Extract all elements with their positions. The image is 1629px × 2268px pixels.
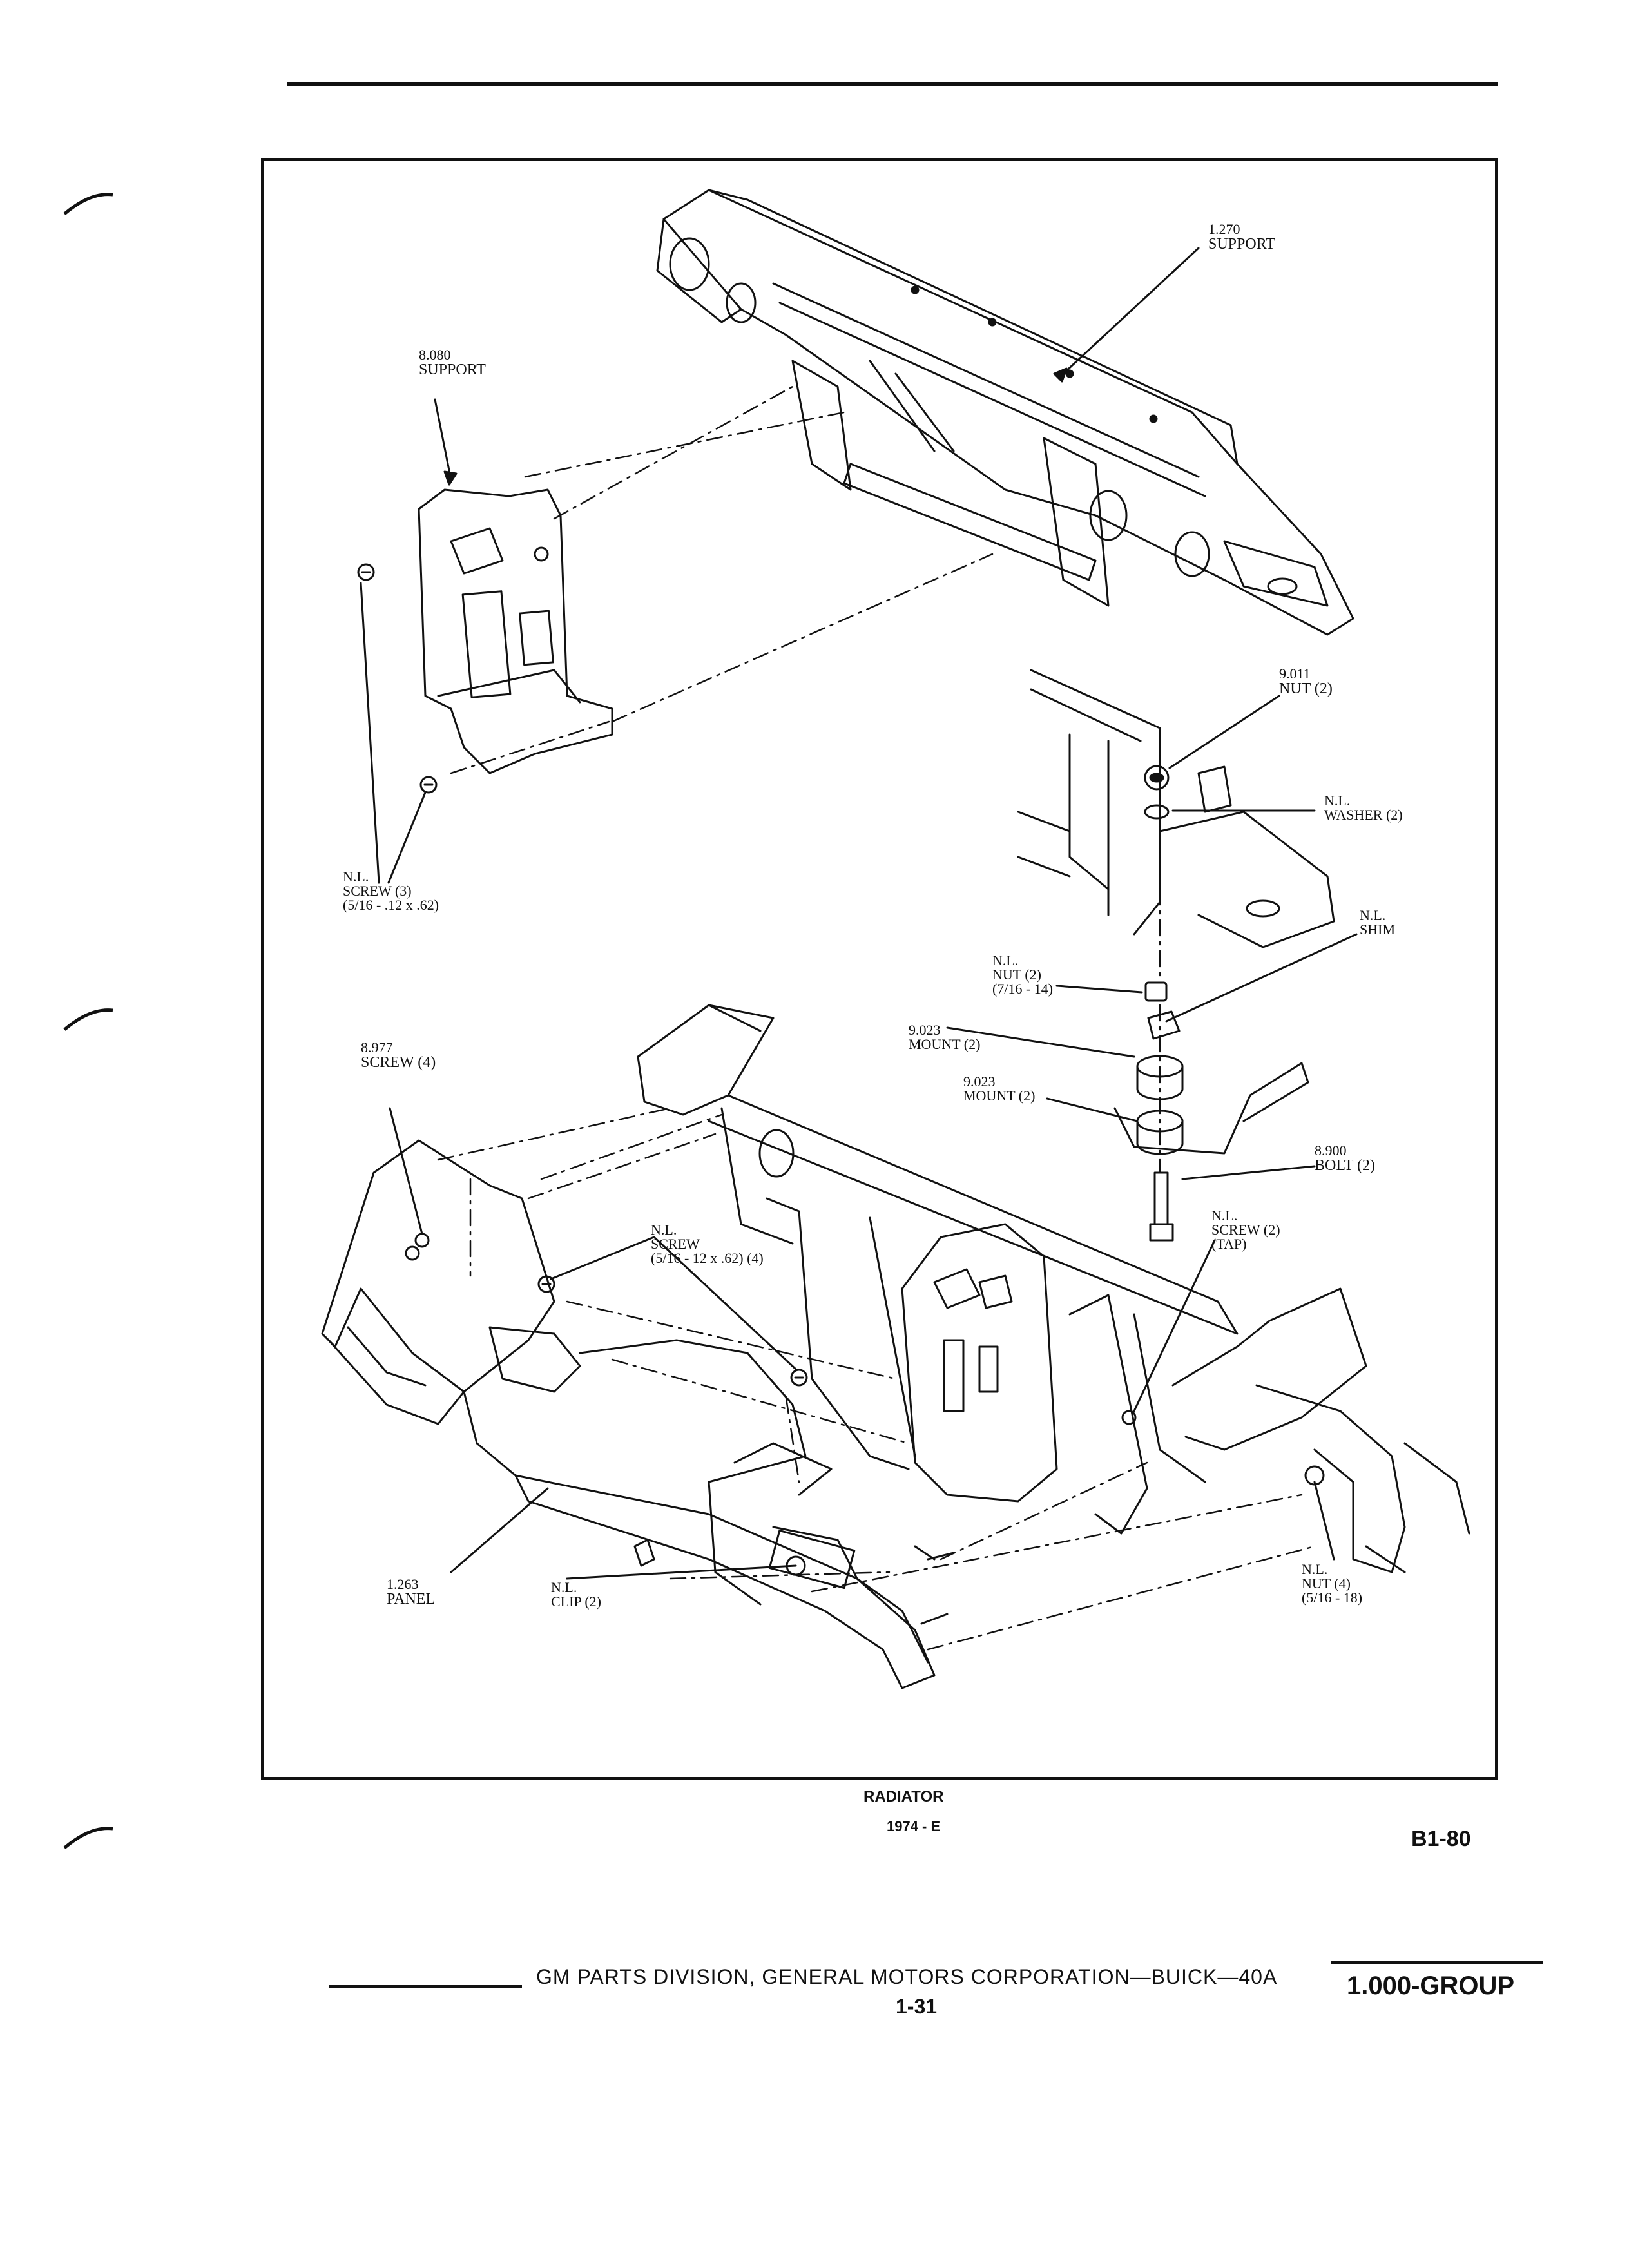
callout-number: N.L. [1360, 907, 1386, 923]
callout-number: 9.023 [909, 1022, 941, 1038]
lower-fasteners [405, 1233, 1137, 1625]
callout-spec: (5/16 - .12 x .62) [343, 897, 439, 913]
callout-name: PANEL [387, 1591, 436, 1608]
support-screws [357, 563, 438, 794]
callout-name: SCREW (4) [361, 1054, 436, 1071]
mount-detail-illustration [1017, 669, 1335, 1242]
alignment-dashed-lines [437, 385, 1316, 1651]
callout-name: SUPPORT [419, 361, 486, 378]
callout-9023-mount-b: 9.023 MOUNT (2) [963, 1075, 1035, 1103]
callout-name: NUT (2) [1279, 680, 1333, 697]
callout-number: 1.263 [387, 1576, 419, 1592]
lower-assembly-illustration [321, 1004, 1470, 1689]
callout-name: NUT (4) [1302, 1575, 1351, 1591]
callout-9023-mount-a: 9.023 MOUNT (2) [909, 1023, 980, 1052]
binder-hole-mark-3 [63, 1827, 113, 1849]
callout-spec: (5/16 - 18) [1302, 1590, 1363, 1606]
callout-9011-nut: 9.011 NUT (2) [1279, 667, 1333, 697]
callout-number: 1.270 [1208, 221, 1240, 237]
callout-8900-bolt: 8.900 BOLT (2) [1315, 1142, 1376, 1174]
callout-1270-support: 1.270 SUPPORT [1208, 221, 1275, 253]
callout-number: 9.011 [1279, 666, 1311, 682]
caption-title: RADIATOR [863, 1788, 944, 1805]
callout-screw-3: N.L. SCREW (3) (5/16 - .12 x .62) [343, 870, 439, 912]
radiator-support-illustration [656, 189, 1354, 636]
callout-number: N.L. [651, 1222, 677, 1238]
callout-name: SCREW (2) [1211, 1222, 1280, 1238]
footer-rule-left [329, 1985, 522, 1988]
callout-8977-screw: 8.977 SCREW (4) [361, 1039, 436, 1071]
binder-hole-mark-1 [63, 193, 113, 215]
callout-nut-4: N.L. NUT (4) (5/16 - 18) [1302, 1562, 1362, 1605]
callout-number: 8.080 [419, 347, 451, 363]
callout-spec: (5/16 - 12 x .62) (4) [651, 1250, 764, 1266]
callout-name: NUT (2) [992, 966, 1041, 983]
callout-screw-4: N.L. SCREW (5/16 - 12 x .62) (4) [651, 1223, 764, 1265]
callout-name: SCREW (3) [343, 883, 412, 899]
footer-page-number: 1-31 [896, 1995, 938, 2018]
callout-washer: N.L. WASHER (2) [1324, 794, 1403, 822]
header-rule [287, 82, 1498, 86]
callout-name: MOUNT (2) [963, 1088, 1036, 1104]
callout-8080-support: 8.080 SUPPORT [419, 348, 486, 378]
callout-name: WASHER (2) [1324, 807, 1403, 823]
callout-spec: (7/16 - 14) [992, 981, 1054, 997]
callout-number: N.L. [1324, 793, 1351, 809]
caption-subtitle: 1974 - E [887, 1818, 941, 1834]
callout-name: SCREW [651, 1236, 700, 1252]
callout-name: BOLT (2) [1315, 1157, 1376, 1174]
callout-number: N.L. [551, 1579, 577, 1595]
callout-number: N.L. [343, 869, 369, 885]
leader-lines [360, 247, 1358, 1580]
callout-name: SUPPORT [1208, 236, 1275, 253]
callout-screw-tap: N.L. SCREW (2) (TAP) [1211, 1209, 1280, 1251]
binder-hole-mark-2 [63, 1008, 113, 1031]
callout-number: 8.977 [361, 1039, 393, 1055]
page-code: B1-80 [1411, 1827, 1471, 1851]
callout-number: N.L. [992, 952, 1019, 968]
callout-clip: N.L. CLIP (2) [551, 1581, 601, 1609]
callout-spec: (TAP) [1211, 1236, 1247, 1252]
callout-number: N.L. [1302, 1561, 1328, 1577]
diagram-frame [261, 158, 1498, 1780]
callout-number: N.L. [1211, 1207, 1238, 1224]
callout-shim: N.L. SHIM [1360, 908, 1395, 937]
callout-name: CLIP (2) [551, 1593, 602, 1610]
footer-group: 1.000-GROUP [1347, 1972, 1515, 2000]
footer-rule-right [1331, 1961, 1543, 1964]
callout-1263-panel: 1.263 PANEL [387, 1576, 436, 1608]
callout-nut-2: N.L. NUT (2) (7/16 - 14) [992, 954, 1053, 996]
callout-name: SHIM [1360, 921, 1396, 937]
callout-name: MOUNT (2) [909, 1036, 981, 1052]
callout-number: 9.023 [963, 1073, 996, 1090]
footer-publisher: GM PARTS DIVISION, GENERAL MOTORS CORPOR… [536, 1965, 1278, 1988]
callout-number: 8.900 [1315, 1142, 1347, 1158]
